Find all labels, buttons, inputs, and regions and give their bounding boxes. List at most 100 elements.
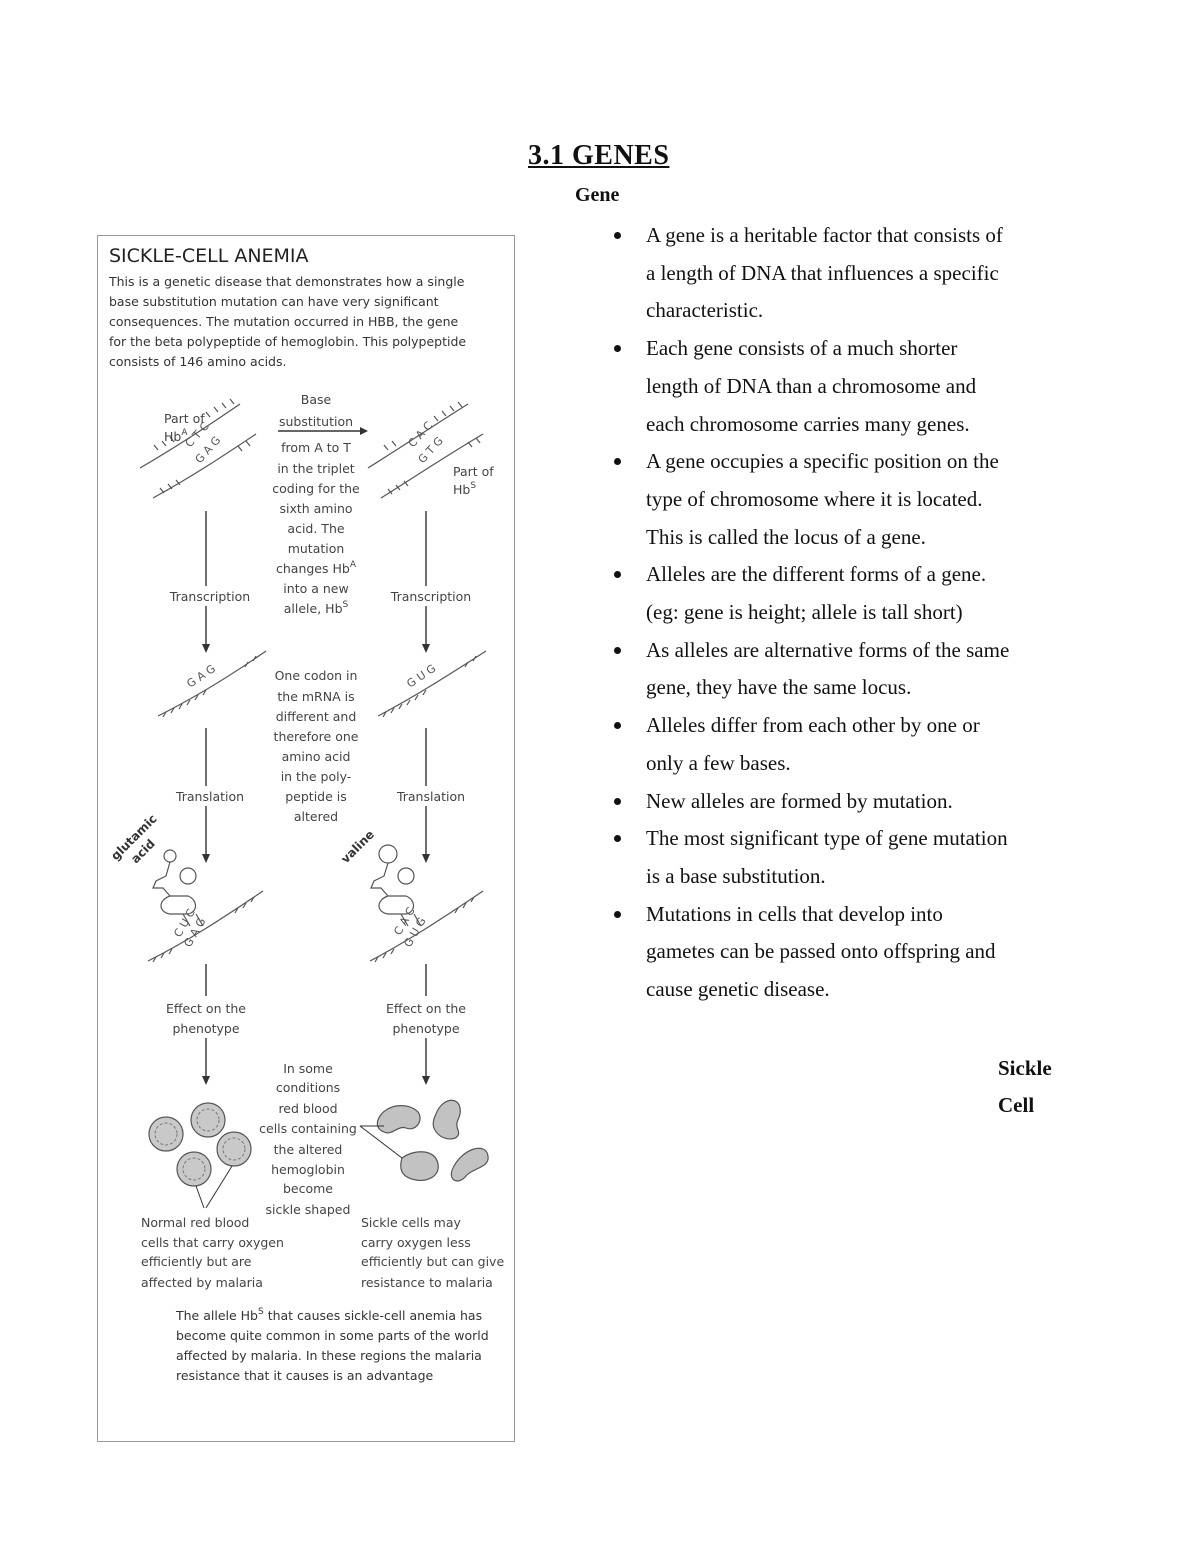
- gene-bullet-item: New alleles are formed by mutation.: [609, 783, 1079, 821]
- arrowhead: [422, 1076, 430, 1085]
- section-heading-gene: Gene: [575, 184, 620, 206]
- figure-intro-line: for the beta polypeptide of hemoglobin. …: [109, 334, 466, 349]
- bullet-dot-icon: [614, 646, 621, 654]
- svg-text:amino acid: amino acid: [282, 749, 351, 764]
- svg-text:peptide is: peptide is: [285, 789, 347, 804]
- normal-cells-caption: Normal red blood cells that carry oxygen…: [141, 1215, 284, 1290]
- bullet-line: A gene is a heritable factor that consis…: [646, 223, 1003, 247]
- svg-text:affected by malaria: affected by malaria: [141, 1275, 263, 1290]
- bullet-line: is a base substitution.: [646, 863, 826, 888]
- bullet-line: A gene occupies a specific position on t…: [646, 449, 999, 474]
- bullet-line: (eg: gene is height; allele is tall shor…: [646, 600, 963, 625]
- figure-intro-line: consists of 146 amino acids.: [109, 354, 286, 369]
- valine-label: valine: [338, 827, 377, 866]
- gene-bullet-list: A gene is a heritable factor that consis…: [609, 217, 1079, 1009]
- bullet-dot-icon: [614, 910, 621, 918]
- arrowhead: [202, 854, 210, 863]
- figure-intro-line: consequences. The mutation occurred in H…: [109, 314, 459, 329]
- bullet-line: type of chromosome where it is located.: [646, 486, 983, 511]
- svg-text:cells containing: cells containing: [259, 1121, 357, 1136]
- svg-text:red blood: red blood: [278, 1101, 337, 1116]
- right-translation-label: Translation: [396, 789, 465, 804]
- arrowhead: [202, 1076, 210, 1085]
- base-substitution-label: substitution: [279, 414, 353, 429]
- label-backdrop: [163, 586, 255, 606]
- side-heading-sickle-cell: Sickle Cell: [998, 1050, 1078, 1124]
- hbs-label: Part of: [453, 464, 494, 479]
- hba-label: Part of: [164, 411, 205, 426]
- left-transcription-label: Transcription: [169, 589, 250, 604]
- bullet-dot-icon: [614, 835, 621, 843]
- gene-bullet-item: A gene occupies a specific position on t…: [609, 443, 1079, 556]
- svg-text:One codon in: One codon in: [275, 668, 358, 683]
- arrowhead: [422, 644, 430, 653]
- svg-text:The allele HbS that causes sic: The allele HbS that causes sickle-cell a…: [175, 1307, 482, 1323]
- bullet-dot-icon: [614, 722, 621, 730]
- label-backdrop: [170, 786, 250, 806]
- conditions-description: In some conditions red blood cells conta…: [259, 1061, 357, 1217]
- svg-text:acid. The: acid. The: [287, 521, 344, 536]
- bullet-dot-icon: [614, 797, 621, 805]
- svg-text:mutation: mutation: [288, 541, 345, 556]
- svg-text:hemoglobin: hemoglobin: [271, 1162, 345, 1177]
- bullet-line: Alleles are the different forms of a gen…: [646, 562, 987, 587]
- right-effect-label: phenotype: [392, 1021, 459, 1036]
- svg-text:become quite common in some pa: become quite common in some parts of the…: [176, 1328, 489, 1343]
- svg-text:affected by malaria. In these: affected by malaria. In these regions th…: [176, 1348, 482, 1363]
- gene-bullet-item: The most significant type of gene mutati…: [609, 820, 1079, 895]
- left-effect-label: Effect on the: [166, 1001, 246, 1016]
- codon-description: One codon in the mRNA is different and t…: [274, 668, 359, 824]
- svg-text:carry oxygen less: carry oxygen less: [361, 1235, 471, 1250]
- svg-text:changes HbA: changes HbA: [276, 560, 357, 576]
- arrowhead: [422, 854, 430, 863]
- hba-label: HbA: [164, 428, 188, 444]
- bullet-dot-icon: [614, 232, 621, 239]
- arrowhead: [202, 644, 210, 653]
- gene-bullet-item: Alleles are the different forms of a gen…: [609, 556, 1079, 631]
- right-effect-label: Effect on the: [386, 1001, 466, 1016]
- svg-text:allele, HbS: allele, HbS: [284, 600, 349, 616]
- figure-intro-line: base substitution mutation can have very…: [109, 294, 439, 309]
- svg-text:the mRNA is: the mRNA is: [277, 689, 354, 704]
- svg-text:from A to T: from A to T: [281, 440, 351, 455]
- normal-red-blood-cells: [148, 1102, 252, 1209]
- bullet-line: Each gene consists of a much shorter: [646, 336, 958, 361]
- bullet-dot-icon: [614, 571, 621, 579]
- svg-text:altered: altered: [294, 809, 338, 824]
- sickle-cells: [359, 1099, 489, 1182]
- figure-intro-line: This is a genetic disease that demonstra…: [108, 274, 465, 289]
- svg-text:become: become: [283, 1181, 333, 1196]
- figure-footer-text: The allele HbS that causes sickle-cell a…: [175, 1307, 489, 1383]
- svg-text:conditions: conditions: [276, 1080, 340, 1095]
- gene-bullet-item: Alleles differ from each other by one or…: [609, 707, 1079, 782]
- bullet-line: Mutations in cells that develop into: [646, 901, 943, 926]
- bullet-line: characteristic.: [646, 298, 764, 323]
- left-effect-label: phenotype: [172, 1021, 239, 1036]
- gene-bullet-item: A gene is a heritable factor that consis…: [609, 217, 1079, 330]
- bullet-line: New alleles are formed by mutation.: [646, 788, 953, 813]
- svg-text:into a new: into a new: [283, 581, 348, 596]
- svg-text:Normal red blood: Normal red blood: [141, 1215, 249, 1230]
- right-transcription-label: Transcription: [390, 589, 471, 604]
- svg-text:sixth amino: sixth amino: [279, 501, 352, 516]
- svg-text:resistance to malaria: resistance to malaria: [361, 1275, 493, 1290]
- svg-text:Sickle cells may: Sickle cells may: [361, 1215, 461, 1230]
- label-backdrop: [390, 786, 470, 806]
- substitution-arrowhead: [360, 427, 368, 435]
- svg-text:therefore one: therefore one: [274, 729, 359, 744]
- mutation-description: from A to T in the triplet coding for th…: [272, 440, 360, 616]
- svg-text:in the poly-: in the poly-: [281, 769, 352, 784]
- svg-text:the altered: the altered: [274, 1142, 343, 1157]
- svg-text:in the triplet: in the triplet: [277, 461, 354, 476]
- svg-text:different and: different and: [276, 709, 357, 724]
- base-substitution-label: Base: [301, 392, 332, 407]
- right-mrna-strand: G U G: [377, 650, 487, 718]
- page-title: 3.1 GENES: [528, 140, 670, 171]
- sickle-cell-figure: SICKLE-CELL ANEMIA This is a genetic dis…: [97, 235, 515, 1442]
- hbs-label: HbS: [453, 481, 476, 497]
- figure-title: SICKLE-CELL ANEMIA: [109, 245, 309, 267]
- side-heading-line: Cell: [998, 1093, 1035, 1117]
- side-heading-line: Sickle: [998, 1056, 1052, 1080]
